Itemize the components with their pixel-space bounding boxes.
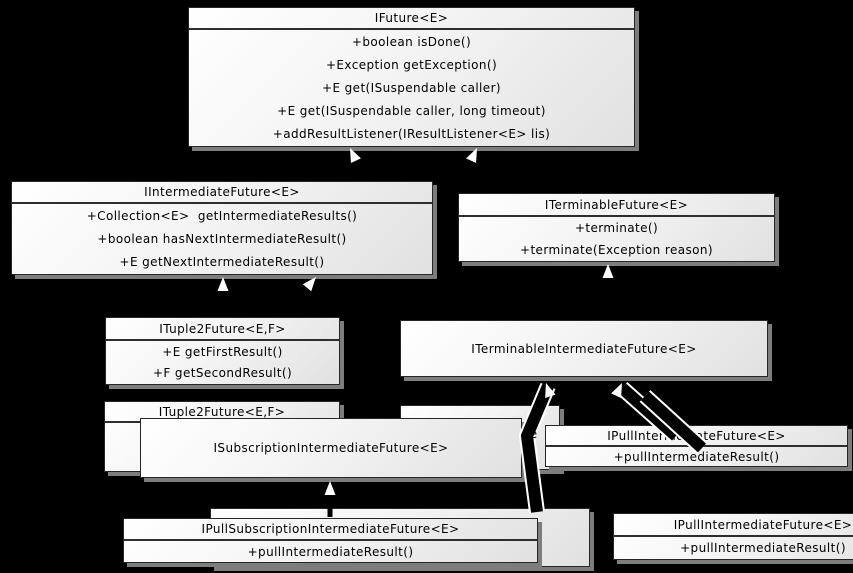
method-row: +F getSecondResult() <box>152 366 293 381</box>
class-title: ITerminableIntermediateFuture<E> <box>471 341 697 356</box>
method-row: +E get(ISuspendable caller) <box>322 81 501 95</box>
method-row: +boolean hasNextIntermediateResult() <box>97 231 347 246</box>
method-row: +boolean isDone() <box>351 34 472 49</box>
class-title: IIntermediateFuture<E> <box>12 182 432 204</box>
class-title: ITuple2Future<E,F> <box>106 318 339 341</box>
inheritance-arrowhead <box>217 277 229 291</box>
class-box-iterminableintermediatefuture[interactable]: ITerminableIntermediateFuture<E> <box>400 320 768 377</box>
method-row: +Exception getException() <box>325 57 498 72</box>
class-methods: +Collection<E> getIntermediateResults() +… <box>12 204 432 274</box>
class-title: ISubscriptionIntermediateFuture<E> <box>213 441 449 455</box>
class-box-iterminablefuture[interactable]: ITerminableFuture<E>+terminate()+termina… <box>458 193 775 262</box>
class-box-ifuture[interactable]: IFuture<E> +boolean isDone() +Exception ge… <box>188 7 635 147</box>
class-title: IPullSubscriptionIntermediateFuture<E> <box>124 519 537 541</box>
class-box-iintermediatefuture[interactable]: IIntermediateFuture<E>+Collection<E> get… <box>11 181 433 275</box>
class-title: IPullIntermediateFuture<E> <box>546 426 847 447</box>
class-methods: +pullIntermediateResult() <box>546 447 847 466</box>
class-methods: +terminate() +terminate(Exception reason) <box>459 217 774 261</box>
class-box-ipullintermediatefuture-1[interactable]: IPullIntermediateFuture<E> +pullIntermedi… <box>545 425 848 467</box>
class-box-ipullsubscriptionintermediatefuture[interactable]: IPullSubscriptionIntermediateFuture<E> +p… <box>123 518 538 563</box>
class-title: IPullIntermediateFuture<E> <box>614 514 853 537</box>
inheritance-arrowhead <box>466 148 477 164</box>
method-row: +E getFirstResult() <box>162 344 283 359</box>
method-row: +E get(ISuspendable caller, long timeout… <box>277 104 546 119</box>
class-methods: +pullIntermediateResult() <box>614 537 853 559</box>
method-row: +E getNextIntermediateResult() <box>119 255 325 270</box>
method-row: +pullIntermediateResult() <box>247 544 414 559</box>
inheritance-arrowhead <box>545 383 556 399</box>
inheritance-arrowhead <box>602 264 614 278</box>
method-row: +pullIntermediateResult() <box>680 541 846 555</box>
class-methods: +pullIntermediateResult() <box>124 541 537 562</box>
inheritance-arrowhead <box>611 383 622 399</box>
class-title: ITerminableFuture<E> <box>459 194 774 217</box>
method-row: +pullIntermediateResult() <box>613 449 780 464</box>
class-title: IFuture<E> <box>189 8 634 30</box>
inheritance-arrowhead <box>324 481 336 495</box>
class-box-isubscriptionintermediatefuture[interactable]: ISubscriptionIntermediateFuture<E> <box>140 418 522 478</box>
method-row: +Collection<E> getIntermediateResults() <box>86 208 358 223</box>
method-row: +terminate() <box>574 221 659 235</box>
inheritance-arrowhead <box>350 148 361 164</box>
class-methods: +E getFirstResult() +F getSecondResult() <box>106 341 339 384</box>
hidden-box-fragment-text: le <box>526 427 538 441</box>
class-box-ipullintermediatefuture-2[interactable]: IPullIntermediateFuture<E> +pullIntermedi… <box>613 513 853 560</box>
method-row: +terminate(Exception reason) <box>520 243 713 257</box>
inheritance-arrowhead <box>302 277 316 292</box>
class-methods: +boolean isDone() +Exception getException… <box>189 30 634 146</box>
method-row: +addResultListener(IResultListener<E> li… <box>272 127 551 142</box>
class-box-ituple2future-1[interactable]: ITuple2Future<E,F> +E getFirstResult() +F … <box>105 317 340 385</box>
